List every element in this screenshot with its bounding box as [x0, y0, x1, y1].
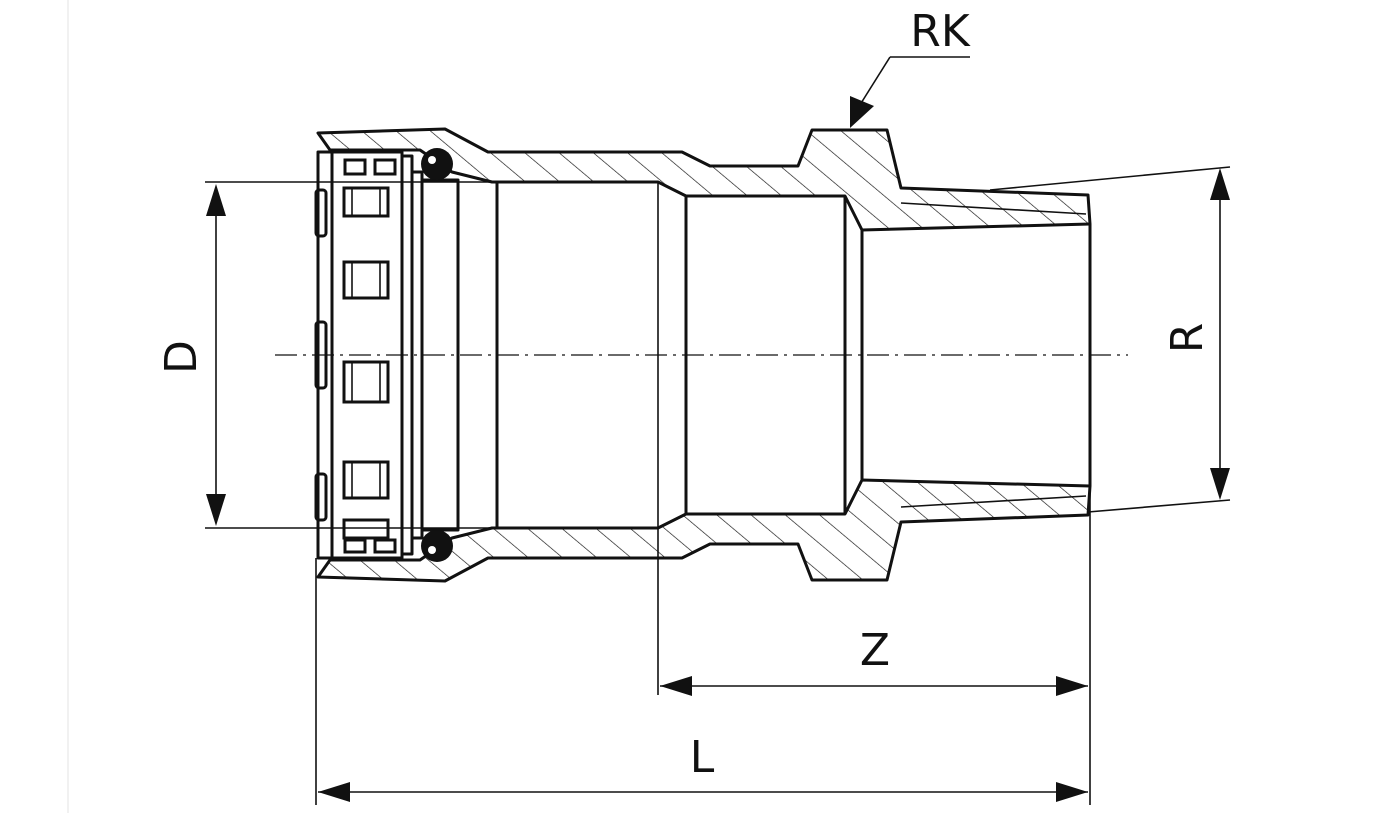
o-ring-bottom-highlight — [428, 546, 436, 554]
label-rk: RK — [910, 6, 971, 57]
o-ring-bottom — [421, 530, 453, 562]
thread-line-top — [900, 202, 1087, 215]
label-z: Z — [860, 625, 890, 676]
lower-wall-section — [316, 478, 1092, 583]
o-ring-top — [421, 148, 453, 180]
dimension-z: Z — [657, 486, 1091, 805]
grip-teeth — [342, 158, 397, 554]
thread-line-bottom — [900, 495, 1087, 508]
o-ring-top-highlight — [428, 156, 436, 164]
dimension-l: L — [315, 558, 1088, 805]
label-r: R — [1162, 323, 1213, 354]
label-d: D — [156, 340, 207, 374]
upper-wall-section — [316, 127, 1092, 232]
dimension-r: R — [989, 166, 1231, 513]
label-l: L — [690, 732, 715, 783]
dimension-d: D — [156, 181, 492, 529]
rk-leader: RK — [850, 6, 971, 128]
